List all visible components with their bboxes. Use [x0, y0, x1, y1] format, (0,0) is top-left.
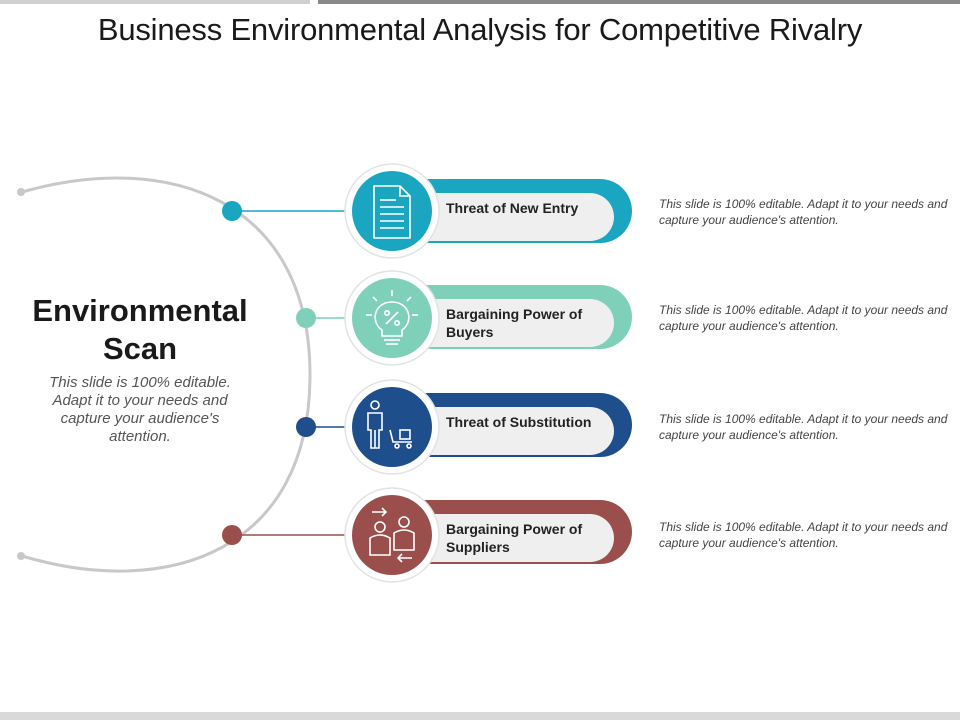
item-2-description: This slide is 100% editable. Adapt it to…	[659, 303, 948, 333]
item-4-pill	[392, 514, 614, 562]
item-4-description: This slide is 100% editable. Adapt it to…	[659, 520, 948, 550]
people-exchange-icon	[369, 507, 415, 563]
item-2-label: Bargaining Power of Buyers	[446, 306, 583, 340]
item-3-label: Threat of Substitution	[446, 414, 592, 430]
scan-title: Environmental Scan	[32, 293, 248, 366]
item-4-label: Bargaining Power of Suppliers	[446, 521, 583, 555]
person-cart-icon	[367, 400, 412, 449]
item-3-circle	[352, 387, 432, 467]
item-2-pill	[392, 299, 614, 347]
item-4-graphic	[222, 487, 632, 583]
arc-end-dot-bottom	[17, 552, 25, 560]
top-bar-left	[0, 0, 310, 4]
lightbulb-percent-icon	[366, 290, 418, 345]
item-1-circle	[352, 171, 432, 251]
item-4-circle	[352, 495, 432, 575]
main-arc	[21, 176, 312, 573]
item-1-graphic	[222, 163, 632, 259]
item-3-description: This slide is 100% editable. Adapt it to…	[659, 412, 948, 442]
top-bar-right	[318, 0, 960, 4]
item-3-graphic	[296, 379, 632, 475]
item-3-node	[296, 417, 316, 437]
document-icon	[373, 185, 411, 239]
bottom-bar	[0, 712, 960, 720]
slide-title: Business Environmental Analysis for Comp…	[97, 12, 863, 47]
item-2-graphic	[296, 270, 632, 366]
item-1-label: Threat of New Entry	[446, 200, 579, 216]
item-1-pill	[392, 193, 614, 241]
arc-end-dot-top	[17, 188, 25, 196]
item-2-node	[296, 308, 316, 328]
item-3-pill	[392, 407, 614, 455]
item-1-description: This slide is 100% editable. Adapt it to…	[659, 197, 948, 227]
item-1-node	[222, 201, 242, 221]
scan-description: This slide is 100% editable. Adapt it to…	[49, 374, 231, 445]
item-4-node	[222, 525, 242, 545]
